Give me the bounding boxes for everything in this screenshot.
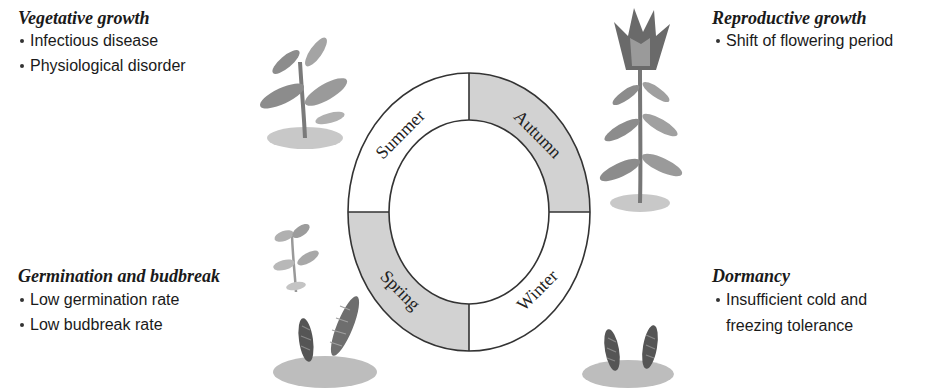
stage-heading: Dormancy: [712, 266, 790, 287]
autumn-band: [469, 73, 590, 212]
divider: [468, 304, 470, 351]
bullet-item: Infectious disease: [30, 28, 158, 54]
bullet-dot: [20, 39, 24, 43]
divider: [348, 211, 389, 213]
dormant-buds: [582, 324, 674, 388]
stage-heading: Germination and budbreak: [18, 266, 220, 287]
flowering-plant: [597, 8, 685, 212]
season-label: Summer: [371, 105, 429, 163]
bullet-dot: [20, 298, 24, 302]
bullet-dot: [20, 323, 24, 327]
seedling: [272, 221, 321, 292]
divider: [549, 211, 590, 213]
bullet-item: Low germination rate: [30, 287, 179, 313]
bullet-item: Shift of flowering period: [726, 28, 893, 54]
budbreak-mound: [273, 293, 377, 388]
bullet-dot: [716, 39, 720, 43]
stage-heading: Reproductive growth: [712, 8, 867, 29]
vegetative-plant: [257, 35, 351, 149]
season-label: Winter: [513, 265, 563, 315]
divider: [468, 73, 470, 120]
spring-band: [348, 212, 469, 351]
bullet-dot: [20, 64, 24, 68]
inner-ring: [389, 120, 549, 304]
bullet-item: Physiological disorder: [30, 53, 186, 79]
bullet-item: Low budbreak rate: [30, 312, 163, 338]
outer-ring: [348, 73, 590, 351]
bullet-dot: [716, 298, 720, 302]
bullet-item: Insufficient cold and freezing tolerance: [726, 287, 906, 339]
stage-heading: Vegetative growth: [18, 8, 150, 29]
